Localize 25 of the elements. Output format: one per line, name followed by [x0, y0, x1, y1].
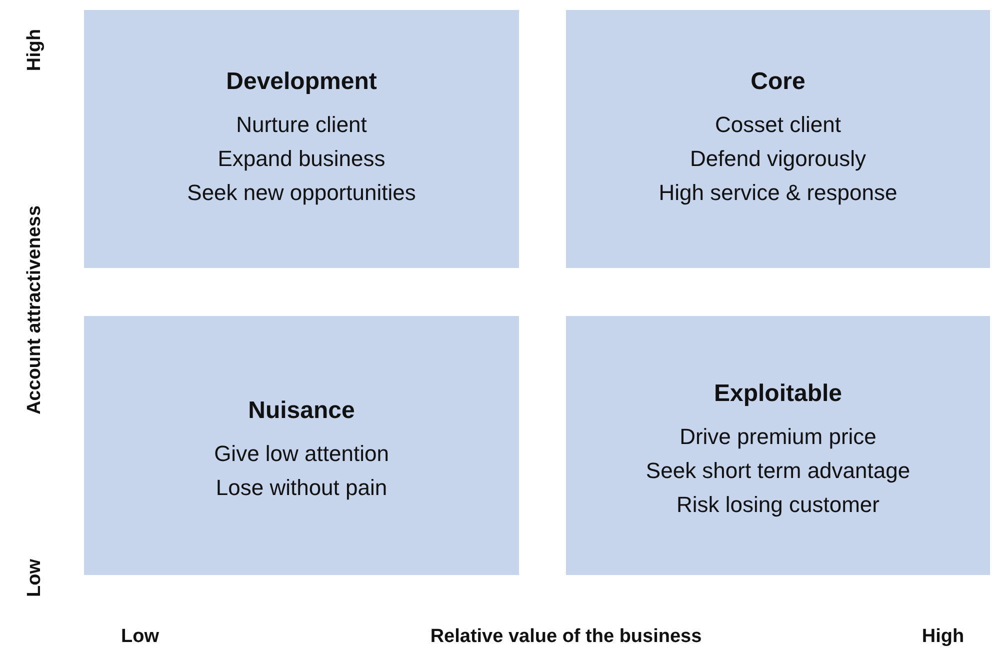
- quadrant-text: High service & response: [658, 179, 898, 207]
- axis-label: High: [24, 28, 46, 72]
- quadrant-text: Nurture client: [236, 111, 367, 139]
- axis-label: Low: [121, 626, 159, 648]
- quadrant-text: Lose without pain: [216, 474, 388, 502]
- quadrant-box: [84, 316, 519, 575]
- quadrant-box: [566, 316, 990, 575]
- axis-label: Account attractiveness: [24, 205, 46, 415]
- quadrant-text: Expand business: [218, 145, 386, 173]
- quadrant-heading: Development: [226, 68, 377, 96]
- quadrant-heading: Exploitable: [714, 380, 842, 408]
- quadrant-text: Defend vigorously: [690, 145, 866, 173]
- quadrant-text: Drive premium price: [680, 422, 876, 451]
- quadrant-text: Risk losing customer: [676, 490, 880, 519]
- axis-label: High: [922, 626, 964, 648]
- quadrant-box: [84, 10, 519, 268]
- quadrant-text: Seek short term advantage: [646, 456, 910, 485]
- quadrant-text: Cosset client: [715, 111, 841, 139]
- quadrant-text: Seek new opportunities: [187, 179, 416, 207]
- quadrant-heading: Nuisance: [248, 396, 355, 424]
- quadrant-box: [566, 10, 990, 268]
- quadrant-heading: Core: [750, 68, 806, 96]
- axis-label: Relative value of the business: [430, 626, 702, 648]
- quadrant-text: Give low attention: [214, 440, 389, 468]
- axis-label: Low: [24, 559, 46, 597]
